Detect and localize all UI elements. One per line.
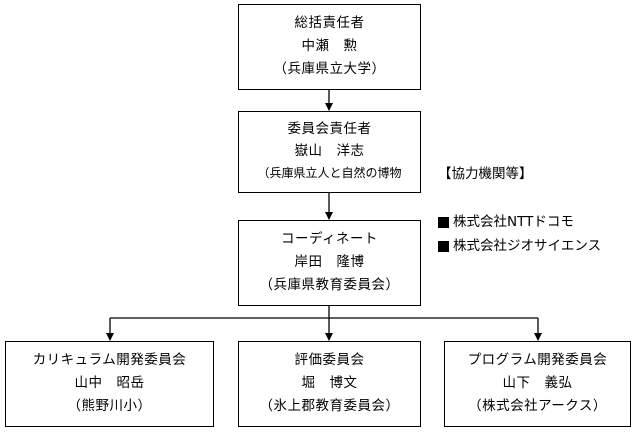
box-person: 岸田 隆博 xyxy=(294,254,365,270)
box-curriculum-committee: カリキュラム開発委員会 山中 昭岳 （熊野川小） xyxy=(5,341,214,427)
box-evaluation-committee: 評価委員会 堀 博文 （氷上郡教育委員会） xyxy=(238,341,421,427)
box-general-manager: 総括責任者 中瀬 勲 （兵庫県立大学） xyxy=(238,4,421,90)
box-affiliation: （氷上郡教育委員会） xyxy=(259,398,400,414)
box-title: プログラム開発委員会 xyxy=(467,352,608,368)
box-affiliation: （熊野川小） xyxy=(67,398,152,414)
box-title: カリキュラム開発委員会 xyxy=(32,352,187,368)
partner-item: 株式会社NTTドコモ xyxy=(438,214,601,231)
box-person: 山中 昭岳 xyxy=(74,375,145,391)
square-bullet-icon xyxy=(438,217,449,228)
partner-label: 株式会社NTTドコモ xyxy=(453,214,574,230)
box-title: 評価委員会 xyxy=(294,352,365,368)
partner-item: 株式会社ジオサイエンス xyxy=(438,238,601,255)
partner-organizations: 【協力機関等】 株式会社NTTドコモ 株式会社ジオサイエンス xyxy=(438,166,601,262)
box-person: 中瀬 勲 xyxy=(301,38,358,54)
box-title: 総括責任者 xyxy=(294,15,365,31)
box-affiliation: （株式会社アークス） xyxy=(468,398,607,414)
partners-heading: 【協力機関等】 xyxy=(438,166,533,182)
box-affiliation: （兵庫県立人と自然の博物 xyxy=(257,165,402,180)
box-title: コーディネート xyxy=(280,231,379,247)
box-person: 山下 義弘 xyxy=(502,375,573,391)
box-affiliation: （兵庫県教育委員会） xyxy=(259,277,400,293)
box-affiliation: （兵庫県立大学） xyxy=(273,61,386,77)
partner-label: 株式会社ジオサイエンス xyxy=(453,238,602,254)
box-person: 嶽山 洋志 xyxy=(294,142,365,159)
square-bullet-icon xyxy=(438,241,449,252)
box-coordinator: コーディネート 岸田 隆博 （兵庫県教育委員会） xyxy=(238,220,421,306)
box-committee-manager: 委員会責任者 嶽山 洋志 （兵庫県立人と自然の博物 xyxy=(238,111,421,193)
box-person: 堀 博文 xyxy=(301,375,358,391)
box-program-committee: プログラム開発委員会 山下 義弘 （株式会社アークス） xyxy=(444,341,631,427)
box-title: 委員会責任者 xyxy=(287,121,372,138)
